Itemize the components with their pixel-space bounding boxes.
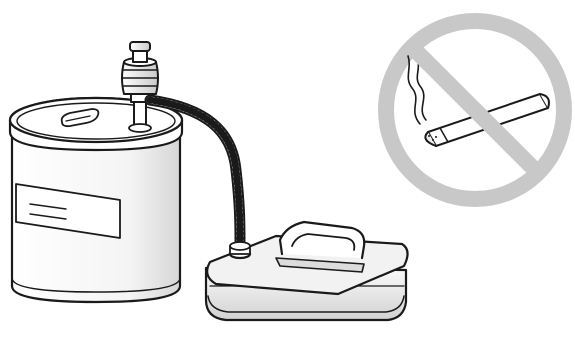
fuel-drum-icon [10,98,182,302]
no-smoking-icon [386,21,564,199]
